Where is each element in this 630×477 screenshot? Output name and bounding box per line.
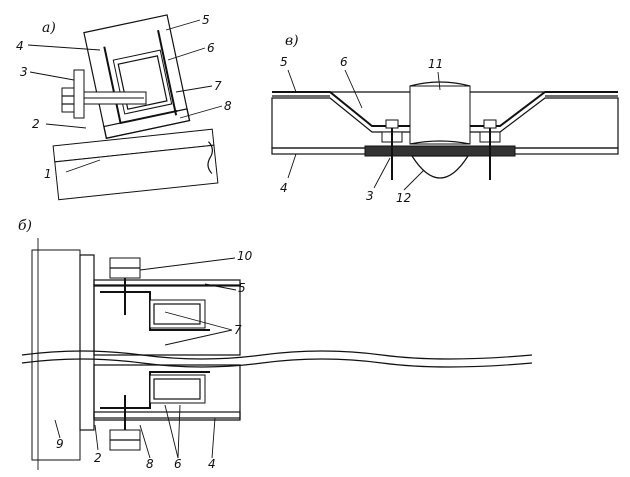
panel-b-break-top <box>21 350 533 360</box>
panel-a-label-2: 2 <box>32 117 40 131</box>
panel-b-label-4: 4 <box>208 457 216 471</box>
panel-v-label-11: 11 <box>428 57 443 71</box>
panel-b-label-7: 7 <box>234 323 242 337</box>
panel-a-label-5: 5 <box>202 13 210 27</box>
panel-b-label-2: 2 <box>94 451 102 465</box>
panel-b-flange <box>79 254 95 431</box>
panel-v-leaders <box>287 69 441 191</box>
panel-b-label-6: 6 <box>174 457 182 471</box>
panel-b-label-10: 10 <box>237 249 253 263</box>
panel-b-label-8: 8 <box>146 457 154 471</box>
panel-a-label-4: 4 <box>16 39 24 53</box>
panel-v-label-6: 6 <box>340 55 348 69</box>
panel-b-upper-panel <box>93 284 241 356</box>
panel-b-label-9: 9 <box>56 437 64 451</box>
panel-v: в) 5 <box>271 33 619 205</box>
panel-v-clamp-plate <box>364 145 516 157</box>
panel-b-bolt-bottom <box>109 395 141 451</box>
panel-a-label-1: 1 <box>44 167 52 181</box>
panel-v-label-5: 5 <box>280 55 288 69</box>
panel-a-base-beam <box>52 128 219 201</box>
panel-a-label: а) <box>42 20 56 36</box>
panel-a-insulated-block <box>83 14 191 139</box>
panel-b-break-bottom <box>21 358 533 368</box>
panel-v-label: в) <box>285 33 299 49</box>
panel-b-leaders <box>54 257 237 459</box>
panel-b-bolt-top <box>109 257 141 315</box>
panel-v-label-3: 3 <box>366 189 374 203</box>
panel-b-label: б) <box>18 218 32 234</box>
panel-a: а) <box>16 13 232 201</box>
panel-b-lower-panel <box>93 364 241 421</box>
panel-a-label-7: 7 <box>214 79 222 93</box>
panel-a-label-6: 6 <box>207 41 215 55</box>
panel-b-label-5: 5 <box>238 281 246 295</box>
panel-a-label-3: 3 <box>20 65 28 79</box>
panel-a-label-8: 8 <box>224 99 232 113</box>
panel-b: б) <box>18 218 533 471</box>
panel-v-cup <box>410 155 470 179</box>
panel-a-bolt <box>61 69 147 119</box>
panel-v-label-12: 12 <box>396 191 411 205</box>
panel-b-column <box>31 249 81 461</box>
panel-v-pipe <box>409 81 471 145</box>
panel-a-leaders <box>27 19 223 173</box>
panel-v-label-4: 4 <box>280 181 288 195</box>
